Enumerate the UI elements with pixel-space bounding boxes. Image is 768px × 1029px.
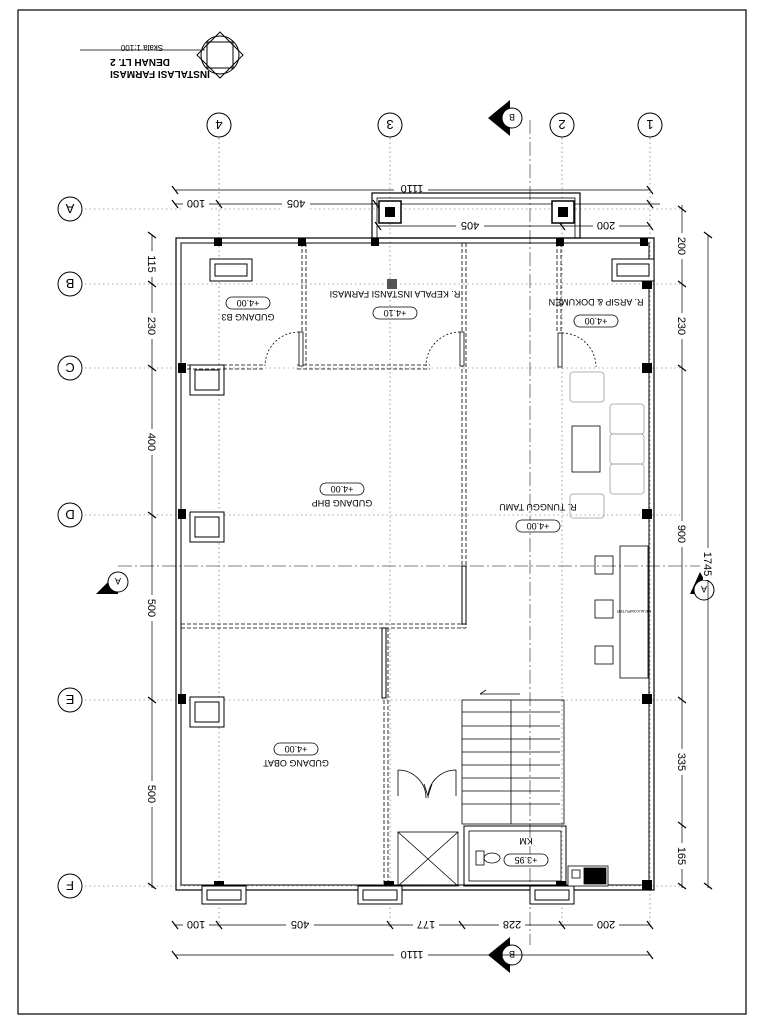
dim-left-230: 230 — [145, 317, 157, 335]
room-gudang-obat-name: GUDANG OBAT — [263, 758, 329, 768]
grid-row-b: B — [66, 276, 75, 291]
north-symbol — [196, 31, 244, 79]
plan-title: INSTALASI FARMASI — [110, 68, 210, 79]
section-marker-a-right: A — [690, 572, 715, 601]
section-b-label-top: B — [509, 112, 515, 122]
door-swings — [264, 331, 597, 799]
grid-row-e: E — [65, 692, 74, 707]
grid-row-f: F — [66, 878, 74, 893]
dim-left-400: 400 — [145, 433, 157, 451]
shaft — [397, 831, 459, 887]
section-marker-a-left: A — [96, 571, 129, 594]
room-arsip-name: R. ARSIP & DOKUMEN — [549, 297, 644, 307]
dim-right-total: 1745 — [701, 552, 713, 576]
dim-bottom-100: 100 — [187, 918, 205, 930]
dim-bottom-total: 1110 — [401, 948, 424, 960]
dim-left-500-a: 500 — [145, 599, 157, 617]
section-a-label-right: A — [701, 584, 707, 594]
staircase — [461, 689, 565, 825]
structural-columns — [178, 200, 652, 891]
sheet-border — [17, 9, 747, 1015]
waiting-room-furniture — [569, 371, 649, 679]
grid-column-bubbles: 1 2 3 4 — [206, 112, 663, 138]
grid-row-a: A — [65, 201, 74, 216]
dim-right-165: 165 — [675, 847, 687, 865]
dim-right-335: 335 — [675, 753, 687, 771]
exterior-walls — [175, 192, 655, 891]
dim-top-100: 100 — [187, 197, 205, 209]
dimension-texts: 1110 405 100 405 200 200 228 177 405 100… — [145, 182, 716, 963]
section-cut-lines — [118, 120, 700, 945]
grid-col-4: 4 — [215, 117, 222, 132]
grid-col-3: 3 — [386, 117, 393, 132]
room-labels: GUDANG B3 +4.00 +4.10 R. KEPALA INSTANSI… — [221, 289, 644, 867]
dim-top-inner-200: 200 — [597, 219, 615, 231]
section-marker-b-top: B — [488, 100, 523, 136]
dim-bottom-405: 405 — [291, 918, 309, 930]
meja-komputer-label: MEJA KOMPUTER — [617, 609, 651, 614]
grid-lines — [85, 138, 680, 930]
dim-left-500-b: 500 — [145, 785, 157, 803]
interior-partitions — [181, 243, 562, 885]
room-arsip-level: +4.00 — [585, 316, 608, 326]
dim-bottom-177: 177 — [417, 918, 435, 930]
dim-top-inner-405: 405 — [461, 219, 479, 231]
room-km-level: +3.95 — [515, 855, 538, 865]
dim-bottom-228: 228 — [503, 918, 521, 930]
dim-right-200: 200 — [675, 237, 687, 255]
grid-row-bubbles: A B C D E F — [57, 196, 83, 899]
section-b-label-bottom: B — [509, 949, 515, 959]
grid-row-d: D — [65, 507, 74, 522]
room-gudang-b3-name: GUDANG B3 — [221, 312, 274, 322]
grid-col-2: 2 — [558, 117, 565, 132]
room-km-name: KM — [519, 836, 533, 846]
room-gudang-b3-level: +4.00 — [237, 298, 260, 308]
plan-subtitle: DENAH LT. 2 — [110, 56, 170, 67]
toilet-room — [463, 825, 609, 887]
section-a-label-left: A — [115, 576, 121, 586]
column-enclosures — [189, 258, 655, 905]
dim-top-total: 1110 — [401, 182, 424, 194]
dim-bottom-200: 200 — [597, 918, 615, 930]
dim-top-405: 405 — [287, 197, 305, 209]
grid-row-c: C — [65, 360, 74, 375]
dim-right-230: 230 — [675, 317, 687, 335]
grid-col-1: 1 — [646, 117, 653, 132]
room-gudang-obat-level: +4.00 — [285, 744, 308, 754]
room-kepala-level: +4.10 — [384, 308, 407, 318]
room-gudang-bhp-level: +4.00 — [331, 484, 354, 494]
room-tunggu-name: R. TUNGGU TAMU — [499, 502, 577, 512]
dim-left-115: 115 — [145, 255, 157, 273]
dim-right-900: 900 — [675, 525, 687, 543]
room-kepala-name: R. KEPALA INSTANSI FARMASI — [330, 289, 461, 299]
room-tunggu-level: +4.00 — [527, 521, 550, 531]
room-gudang-bhp-name: GUDANG BHP — [312, 498, 373, 508]
plan-scale: Skala 1:100 — [120, 43, 163, 52]
